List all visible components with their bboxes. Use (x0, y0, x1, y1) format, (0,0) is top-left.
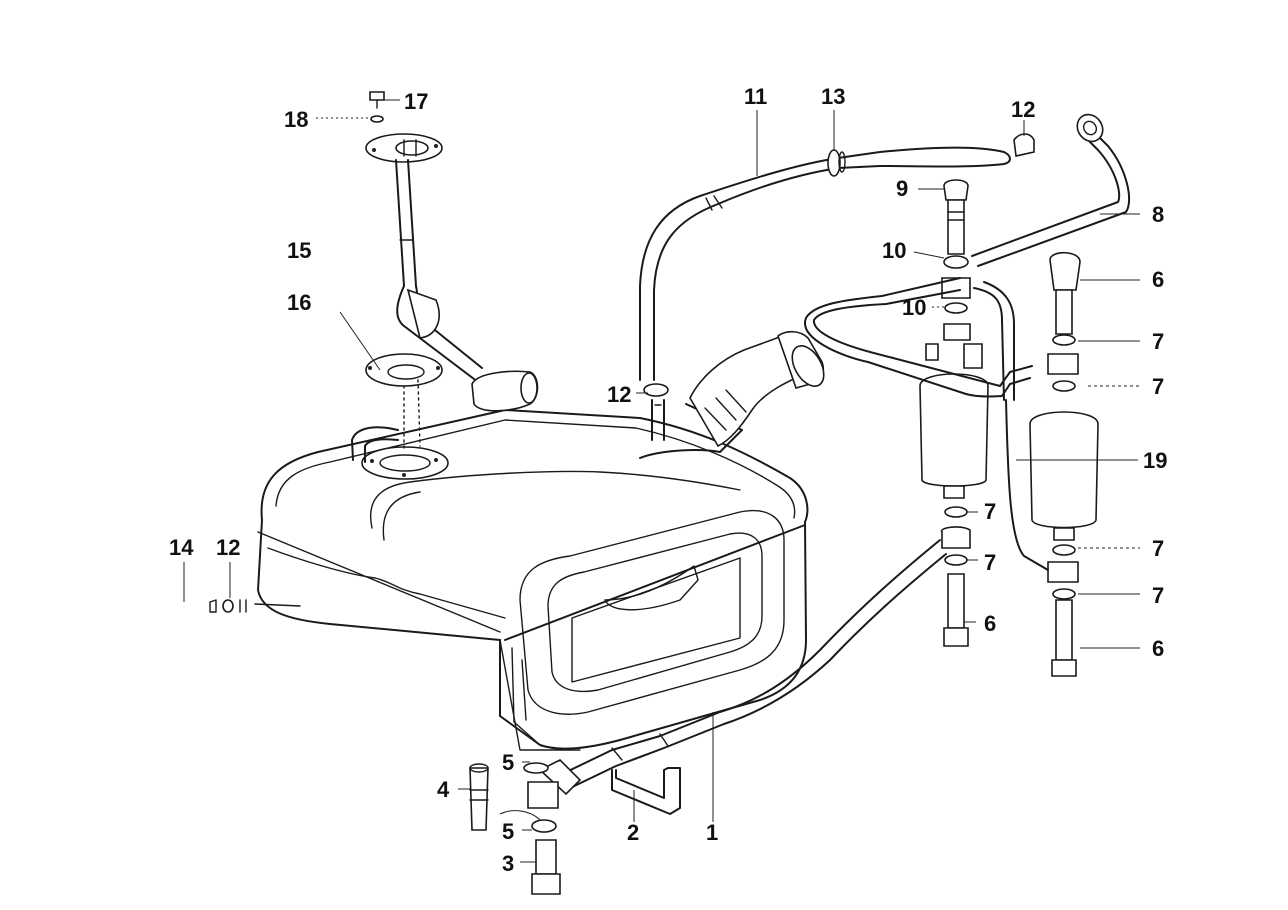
callout-6-right: 6 (1152, 636, 1164, 661)
callout-12-left: 12 (216, 535, 240, 560)
callout-10-lower: 10 (902, 295, 926, 320)
callout-9: 9 (896, 176, 908, 201)
callout-15: 15 (287, 238, 311, 263)
small-parts-left (209, 599, 247, 613)
callout-17: 17 (404, 89, 428, 114)
callout-7-b: 7 (1152, 374, 1164, 399)
callout-5-lower: 5 (502, 819, 514, 844)
callout-7-f: 7 (1152, 583, 1164, 608)
callout-12-vent-pipe: 12 (607, 382, 631, 407)
callout-6-upper: 6 (1152, 267, 1164, 292)
callout-10-upper: 10 (882, 238, 906, 263)
fuel-tank (254, 330, 825, 751)
callout-12-vent-cap: 12 (1011, 97, 1035, 122)
vent-hose-assembly (639, 133, 1035, 441)
callout-8: 8 (1152, 202, 1164, 227)
callout-7-a: 7 (1152, 329, 1164, 354)
supply-line-assembly (469, 539, 947, 895)
callout-5-upper: 5 (502, 750, 514, 775)
callout-labels: 17 18 11 13 12 9 8 15 10 6 16 10 7 12 7 … (169, 84, 1167, 876)
callout-13: 13 (821, 84, 845, 109)
callout-16: 16 (287, 290, 311, 315)
fuel-pump-assembly (804, 113, 1131, 677)
callout-3: 3 (502, 851, 514, 876)
callout-2: 2 (627, 820, 639, 845)
callout-7-d: 7 (1152, 536, 1164, 561)
callout-1: 1 (706, 820, 718, 845)
callout-4: 4 (437, 777, 450, 802)
leader-lines (183, 99, 1140, 863)
callout-7-c: 7 (984, 499, 996, 524)
callout-7-e: 7 (984, 550, 996, 575)
tank-sender-assembly (365, 91, 539, 449)
callout-11: 11 (744, 84, 767, 109)
callout-18: 18 (284, 107, 308, 132)
callout-6-middle: 6 (984, 611, 996, 636)
callout-19: 19 (1143, 448, 1167, 473)
callout-14: 14 (169, 535, 194, 560)
